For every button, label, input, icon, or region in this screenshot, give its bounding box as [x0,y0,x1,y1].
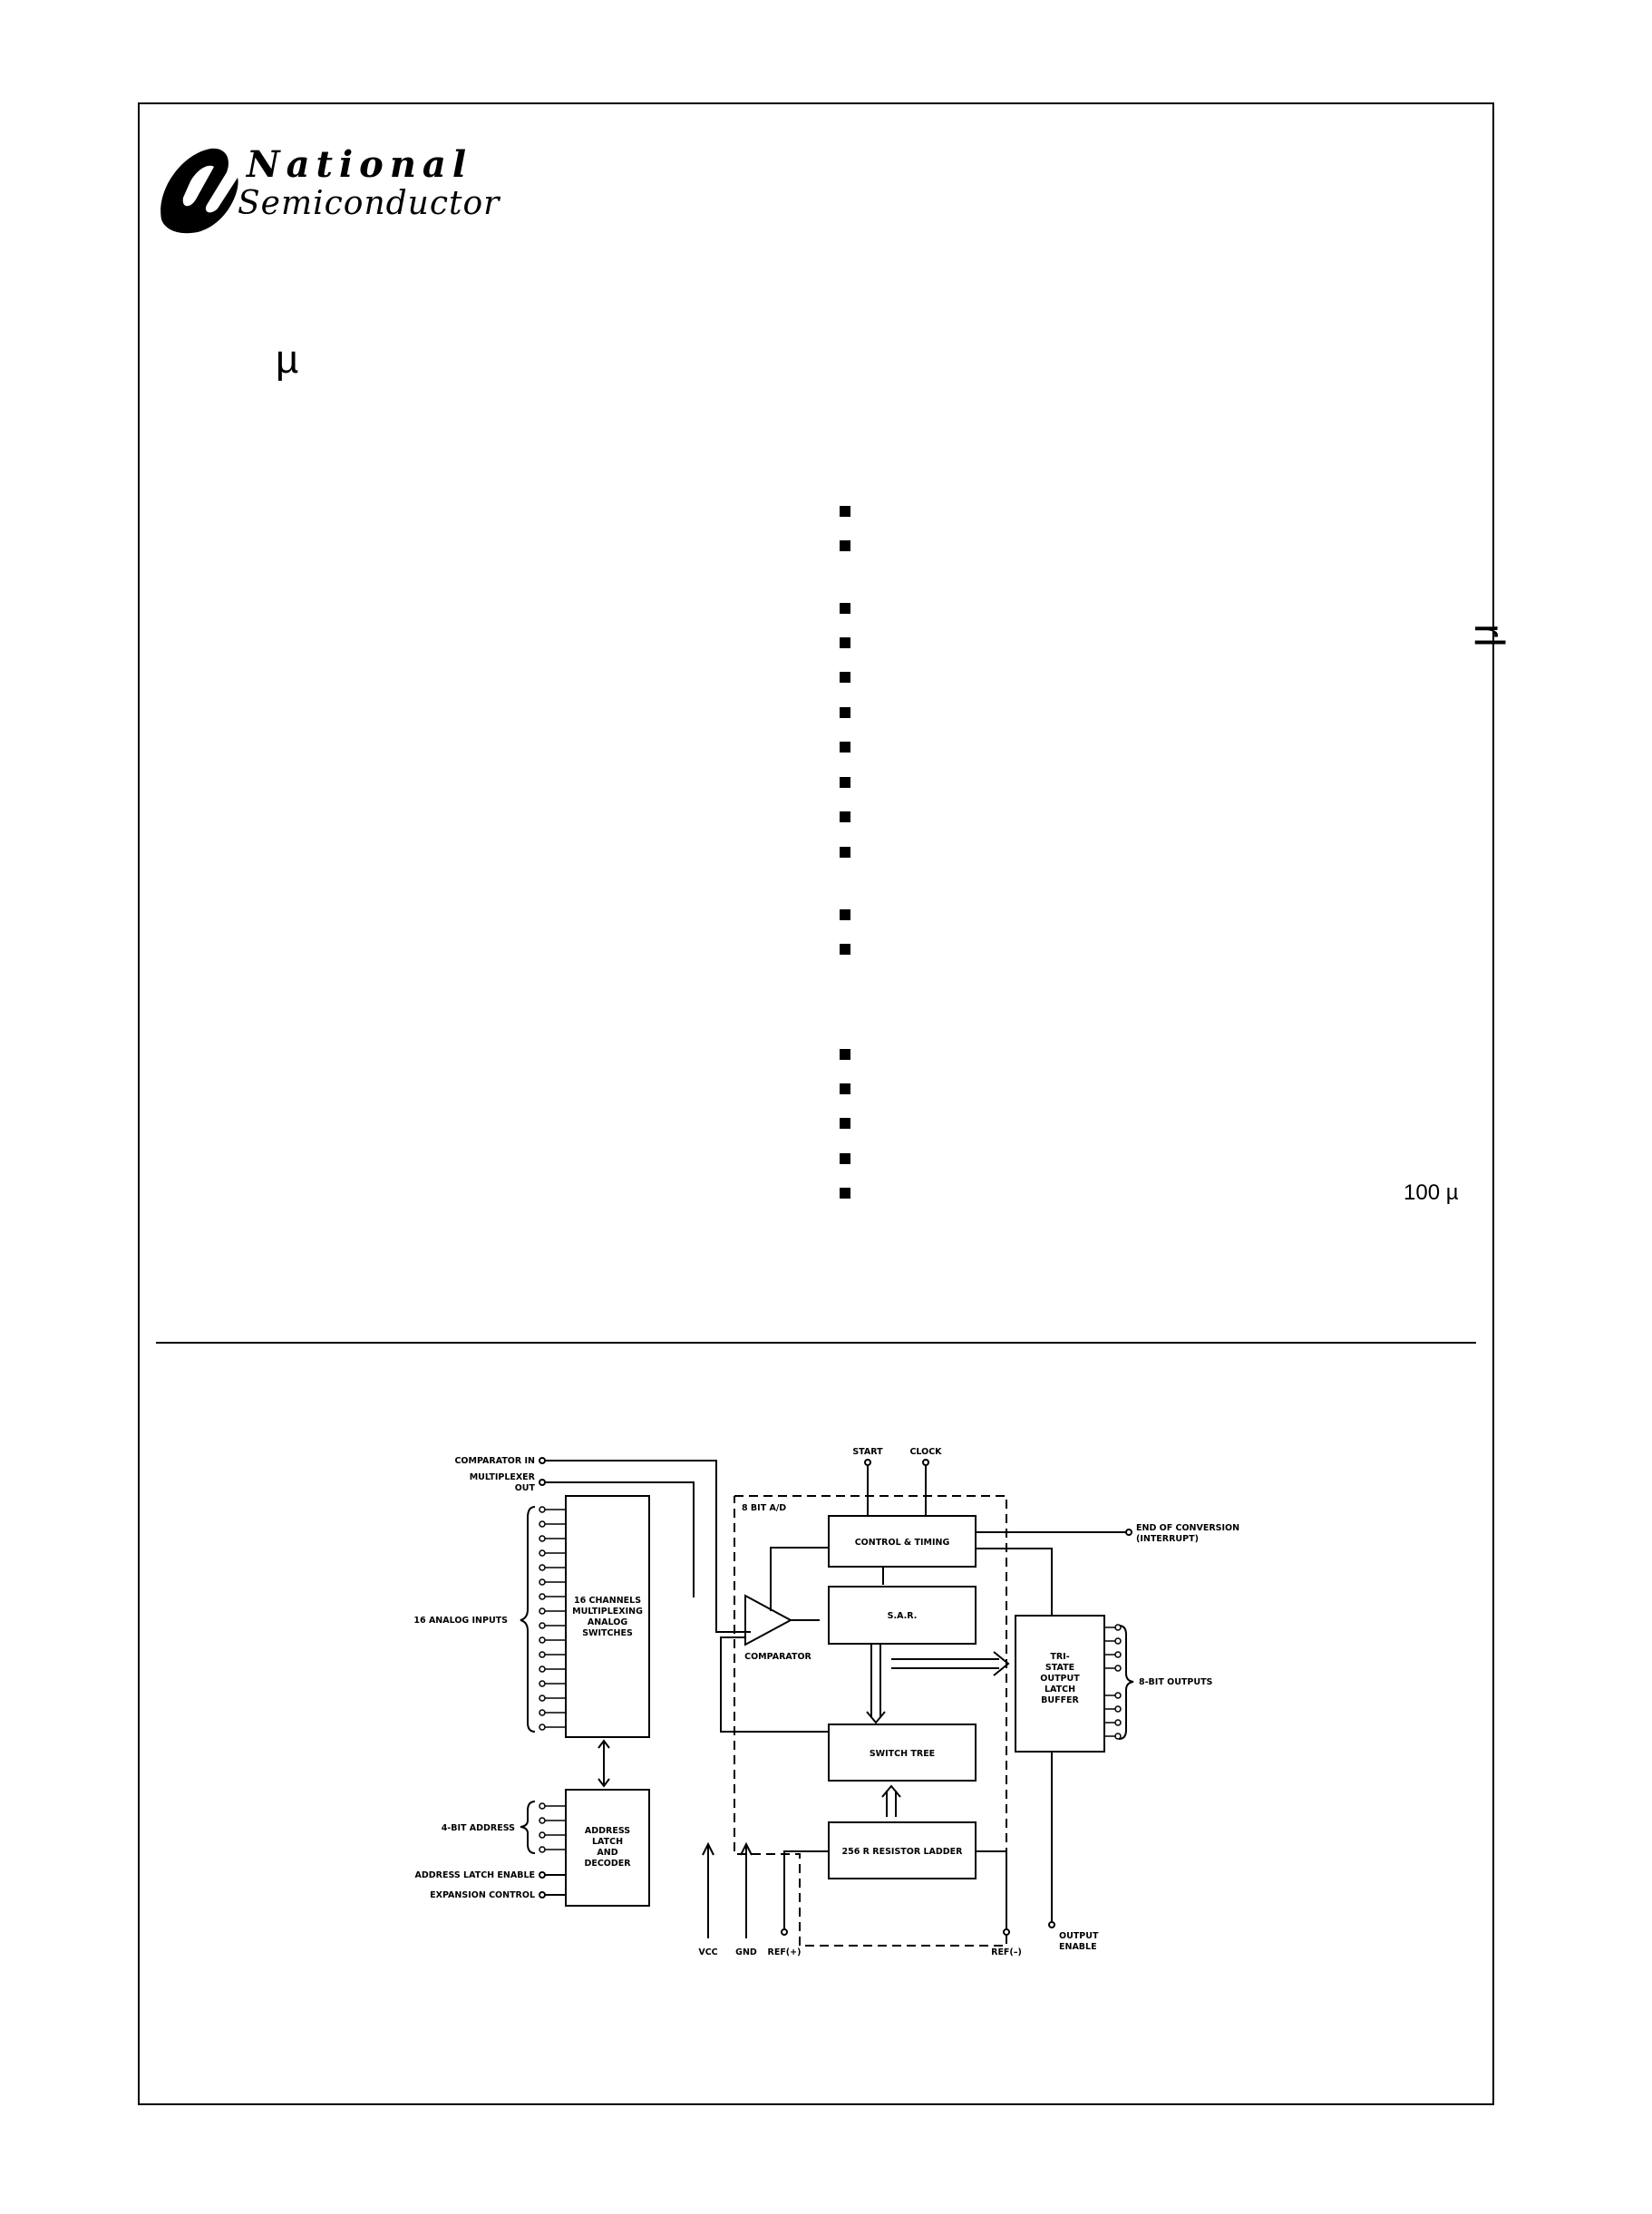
label-4bit-address: 4-BIT ADDRESS [442,1823,515,1833]
addr-text: DECODER [584,1859,631,1869]
tri-state-text: BUFFER [1041,1695,1079,1705]
mux-block [565,1495,650,1738]
comparator-symbol [744,1594,793,1646]
mux-input-pins [539,1506,546,1731]
label-8bit-ad: 8 BIT A/D [742,1503,786,1513]
label-comparator-in: COMPARATOR IN [454,1456,535,1466]
note-fragment: 100 µ [1404,1180,1459,1205]
bullet-marker [840,672,850,683]
label-comparator: COMPARATOR [744,1652,811,1662]
label-address-latch-enable: ADDRESS LATCH ENABLE [415,1870,535,1880]
mux-text: ANALOG [588,1617,627,1627]
label-interrupt: (INTERRUPT) [1136,1534,1199,1544]
control-timing-block [828,1515,977,1568]
tri-state-text: TRI- [1050,1652,1069,1662]
mux-text: 16 CHANNELS [574,1596,641,1606]
bullet-marker [840,777,850,788]
label-output-enable: ENABLE [1059,1942,1097,1952]
tri-state-buffer-block [1015,1615,1105,1753]
block-diagram: COMPARATOR IN MULTIPLEXER OUT 16 ANALOG … [413,1447,1239,1957]
label-ref-minus: REF(–) [991,1947,1022,1957]
switch-tree-block [828,1724,977,1782]
bullet-marker [840,742,850,753]
logo-text-semiconductor: Semiconductor [238,185,500,222]
tri-state-text: STATE [1045,1663,1074,1673]
label-start: START [852,1447,883,1457]
tri-state-text: LATCH [1045,1685,1075,1694]
label-expansion-control: EXPANSION CONTROL [430,1890,535,1900]
label-end-of-conversion: END OF CONVERSION [1136,1523,1239,1533]
label-output-enable: OUTPUT [1059,1931,1099,1941]
label-multiplexer-out: OUT [515,1483,536,1493]
bullet-marker [840,1188,850,1199]
bullet-marker [840,847,850,858]
addr-text: LATCH [592,1837,623,1847]
label-gnd: GND [735,1947,757,1957]
bullet-marker [840,1153,850,1164]
mux-text: MULTIPLEXING [572,1607,643,1617]
side-mark: rl [1466,624,1513,647]
bullet-marker [840,540,850,551]
bullet-marker [840,944,850,955]
tri-state-text: OUTPUT [1040,1674,1080,1684]
sar-text: S.A.R. [888,1611,918,1621]
label-clock: CLOCK [909,1447,942,1457]
national-logo-icon [160,148,238,234]
bullet-marker [840,603,850,614]
addr-text: AND [597,1848,617,1858]
logo-text-national: National [247,143,473,186]
bullet-marker [840,1049,850,1060]
control-timing-text: CONTROL & TIMING [855,1538,950,1548]
page-frame [138,102,1494,2105]
switch-tree-text: SWITCH TREE [870,1749,935,1759]
bullet-marker [840,707,850,718]
label-ref-plus: REF(+) [768,1947,802,1957]
section-divider [156,1342,1476,1344]
bullet-marker [840,637,850,648]
label-analog-inputs: 16 ANALOG INPUTS [413,1616,508,1626]
address-latch-block [565,1789,650,1907]
bullet-marker [840,1118,850,1129]
addr-text: ADDRESS [585,1826,630,1836]
label-multiplexer: MULTIPLEXER [470,1472,536,1482]
bullet-marker [840,811,850,822]
title-fragment: µ [276,337,299,382]
bullet-marker [840,909,850,920]
label-8bit-outputs: 8-BIT OUTPUTS [1139,1677,1213,1687]
mux-text: SWITCHES [582,1628,633,1638]
resistor-ladder-text: 256 R RESISTOR LADDER [842,1847,964,1857]
sar-block [828,1586,977,1645]
label-vcc: VCC [698,1947,717,1957]
bullet-marker [840,1083,850,1094]
bullet-marker [840,506,850,517]
